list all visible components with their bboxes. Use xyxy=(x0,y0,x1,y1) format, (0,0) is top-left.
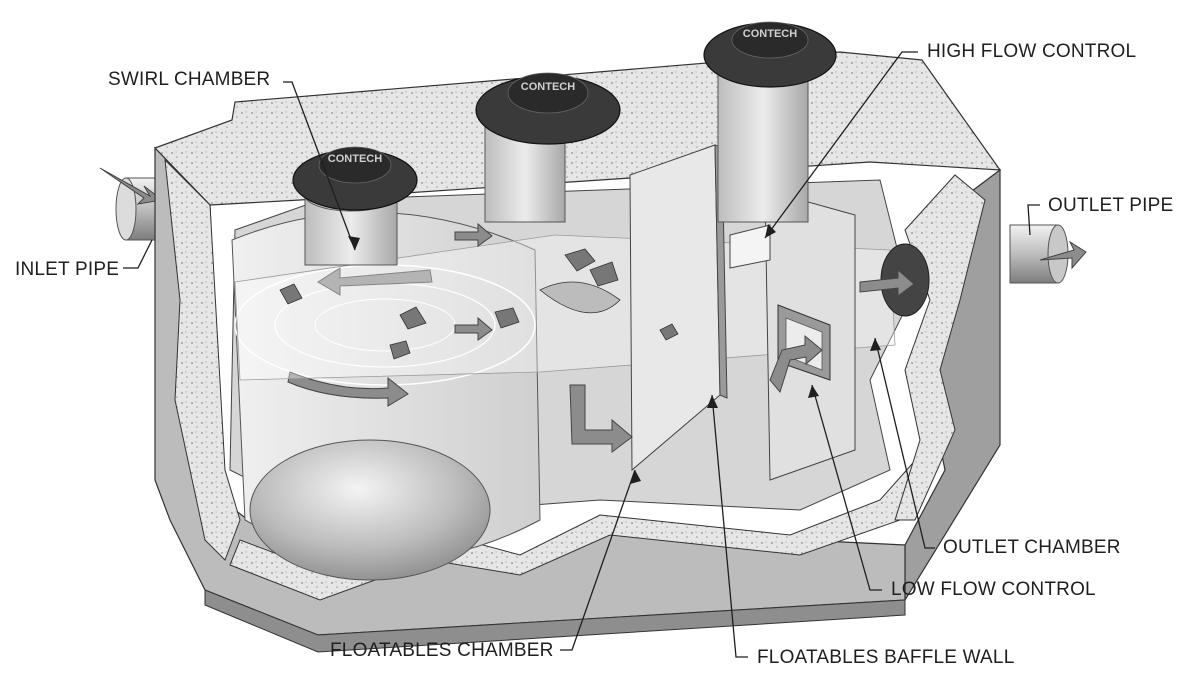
label-outlet-chamber: OUTLET CHAMBER xyxy=(943,537,1121,558)
label-low-flow-control: LOW FLOW CONTROL xyxy=(891,579,1096,600)
riser-middle xyxy=(475,72,621,223)
swirl-chamber xyxy=(231,211,541,581)
floating-debris xyxy=(279,248,679,360)
leader-outlet xyxy=(1027,204,1040,236)
label-floatables-baffle-wall: FLOATABLES BAFFLE WALL xyxy=(757,647,1015,668)
label-outlet-pipe: OUTLET PIPE xyxy=(1048,195,1174,216)
label-swirl-chamber: SWIRL CHAMBER xyxy=(108,69,271,90)
label-floatables-chamber: FLOATABLES CHAMBER xyxy=(330,640,554,661)
leader-float xyxy=(560,469,636,651)
flow-arrows xyxy=(454,222,823,453)
label-inlet-pipe: INLET PIPE xyxy=(15,259,120,280)
label-high-flow-control: HIGH FLOW CONTROL xyxy=(927,41,1137,62)
leader-lines xyxy=(123,51,1040,658)
leader-high xyxy=(764,51,918,239)
leader-swirl xyxy=(283,81,356,251)
logo-left: CONTECH xyxy=(328,153,382,165)
leader-arrowheads xyxy=(348,224,881,484)
leader-baffle xyxy=(711,394,748,658)
riser-right xyxy=(703,21,837,223)
leader-low xyxy=(811,384,882,591)
logo-right: CONTECH xyxy=(743,28,797,40)
logo-middle: CONTECH xyxy=(521,81,575,93)
leader-outch xyxy=(874,337,935,549)
riser-left xyxy=(292,146,418,266)
leader-inlet xyxy=(123,239,153,269)
outlet-pipe xyxy=(1009,224,1087,284)
